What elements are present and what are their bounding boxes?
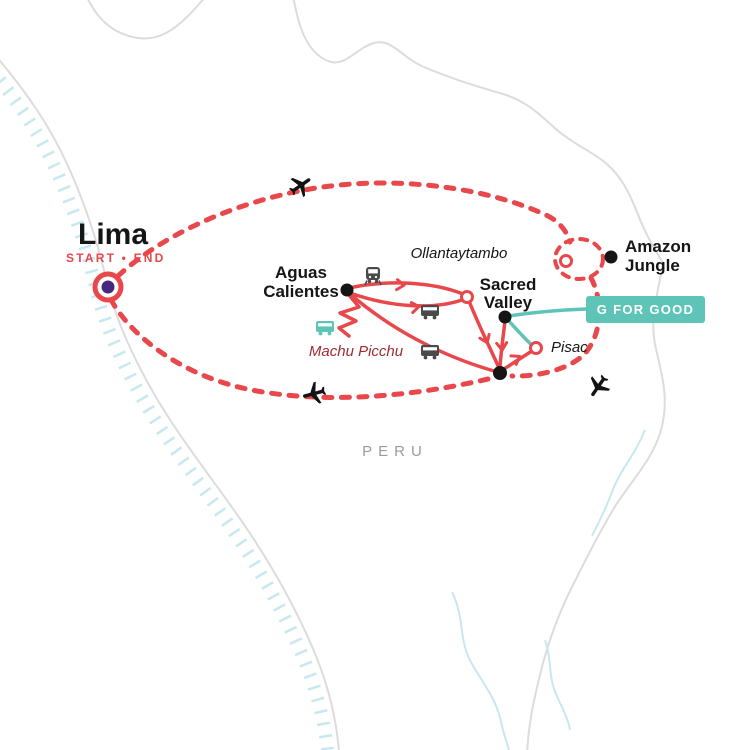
bus-icon — [421, 345, 439, 360]
river — [544, 639, 571, 731]
chevron-icon — [395, 278, 406, 292]
junction-dot — [493, 366, 507, 380]
chevron-icon — [409, 301, 421, 315]
route-sacredvalley-junction — [498, 319, 507, 369]
aguas-calientes-label-line2: Calientes — [263, 282, 339, 301]
country-border-east — [526, 262, 666, 750]
aguas-calientes-label-line1: Aguas — [275, 263, 327, 282]
lima-start-end-label: START • END — [66, 251, 166, 265]
amazon-stop-marker — [559, 254, 573, 268]
ocean-hatching — [0, 70, 334, 750]
chevron-icon — [495, 341, 509, 352]
airplane-icon — [590, 374, 611, 397]
machu-picchu-label: Machu Picchu — [309, 343, 404, 360]
g-for-good-badge: G FOR GOOD — [586, 296, 705, 323]
sacred-valley-label-line2: Valley — [484, 293, 533, 312]
amazon-jungle-label-line2: Jungle — [625, 256, 680, 275]
route-teal-sacredvalley-pisac — [506, 318, 535, 348]
airplane-icon — [302, 381, 327, 404]
river — [591, 429, 646, 537]
route-teal-sacredvalley-badge — [507, 307, 588, 318]
country-border-north — [292, 0, 664, 264]
route-aguas-ollantaytambo-lower — [348, 291, 464, 308]
route-ollantaytambo-junction — [467, 299, 501, 370]
lima-marker — [92, 271, 124, 303]
bus-icon — [316, 321, 334, 336]
chevron-icon — [478, 332, 491, 345]
lima-label: Lima — [78, 218, 148, 251]
g-for-good-label: G FOR GOOD — [597, 302, 695, 317]
sacred-valley-label-line1: Sacred — [480, 275, 537, 294]
bus-icon — [421, 305, 439, 320]
amazon-jungle-dot — [604, 250, 618, 264]
country-label: PERU — [362, 443, 428, 460]
route-train-aguas-ollantaytambo — [347, 281, 465, 296]
aguas-calientes-dot — [340, 283, 354, 297]
river — [451, 591, 510, 750]
route-dashed-lima-to-amazon — [115, 180, 573, 279]
route-dashed-amazon-loop — [553, 237, 605, 281]
route-machu-picchu-switchback — [337, 293, 361, 338]
country-border-northwest — [87, 0, 204, 40]
train-icon — [364, 267, 382, 286]
pisac-marker — [529, 341, 543, 355]
airplane-icon — [288, 177, 311, 198]
coastline — [0, 59, 340, 750]
sacred-valley-dot — [498, 310, 512, 324]
ollantaytambo-label: Ollantaytambo — [411, 245, 508, 262]
route-aguas-junction — [348, 292, 496, 373]
chevron-icon — [509, 354, 522, 366]
pisac-label: Pisac — [551, 339, 588, 356]
amazon-jungle-label-line1: Amazon — [625, 237, 691, 256]
ollantaytambo-marker — [460, 290, 474, 304]
route-dashed-cusco-to-lima — [107, 295, 491, 400]
